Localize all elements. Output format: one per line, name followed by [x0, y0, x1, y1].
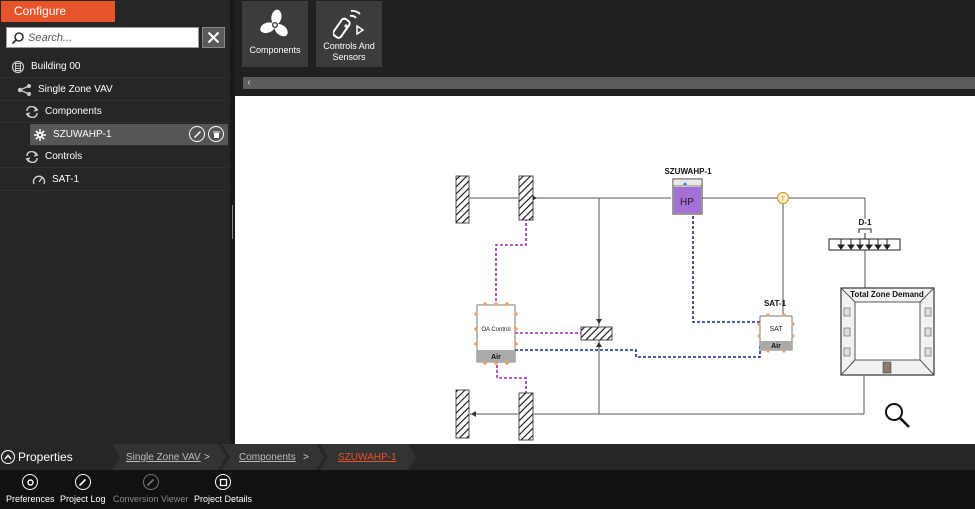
building-icon: [10, 59, 26, 75]
fan-icon: [260, 9, 288, 37]
conversion-viewer-label: Conversion Viewer: [113, 494, 189, 504]
edit-button[interactable]: [189, 126, 205, 142]
panel-splitter[interactable]: [230, 0, 235, 444]
project-details-button[interactable]: Project Details: [194, 474, 252, 504]
tree-item-szuwahp[interactable]: SZUWAHP-1: [30, 124, 228, 146]
tree-item-actions: [189, 126, 224, 142]
trash-icon: [212, 131, 220, 138]
oa-control-block[interactable]: OA Control Air: [474, 302, 518, 365]
properties-label: Properties: [18, 450, 73, 464]
pencil-icon: [193, 130, 201, 138]
temperature-node-label: T: [781, 197, 785, 203]
gear-icon: [22, 474, 39, 490]
diffuser-name-label: D-1: [859, 218, 872, 227]
breadcrumb-bar: Properties Single Zone VAV > Components …: [0, 444, 975, 470]
details-icon: [215, 474, 232, 490]
tree-item-components[interactable]: Components: [0, 101, 228, 123]
zoom-icon[interactable]: [885, 403, 910, 428]
duct-lines: [470, 197, 866, 415]
tree-item-label: Components: [45, 106, 102, 117]
total-zone-demand[interactable]: Total Zone Demand: [840, 287, 935, 376]
preferences-label: Preferences: [6, 494, 55, 504]
tree-item-system[interactable]: Single Zone VAV: [0, 79, 228, 101]
pencil-disabled-icon: [142, 474, 159, 490]
project-log-button[interactable]: Project Log: [60, 474, 106, 504]
project-log-label: Project Log: [60, 494, 106, 504]
tree-item-label: SAT-1: [52, 174, 80, 185]
controls-tool-label-line2: Sensors: [332, 52, 366, 62]
outdoor-air-damper[interactable]: [518, 175, 534, 221]
clear-search-button[interactable]: [202, 27, 225, 48]
sat-label: SAT: [769, 326, 783, 333]
bottom-bar: Preferences Project Log Conversion Viewe…: [0, 470, 975, 509]
heat-pump-unit[interactable]: HP: [672, 178, 703, 215]
tree-item-building[interactable]: Building 00: [0, 56, 228, 78]
pencil-icon: [74, 474, 91, 490]
breadcrumb-system[interactable]: Single Zone VAV: [126, 452, 201, 463]
components-tool-button[interactable]: Components: [242, 1, 308, 67]
unit-name-label: SZUWAHP-1: [664, 167, 712, 176]
sat-sensor-block[interactable]: SAT Air: [757, 313, 795, 353]
outdoor-air-louver[interactable]: [455, 175, 470, 224]
preferences-button[interactable]: Preferences: [6, 474, 55, 504]
breadcrumb-current[interactable]: SZUWAHP-1: [338, 452, 397, 463]
properties-toggle[interactable]: Properties: [1, 450, 73, 464]
controls-sensors-tool-button[interactable]: Controls And Sensors: [316, 1, 382, 67]
scroll-left-arrow-icon[interactable]: ‹: [247, 77, 251, 88]
tree-item-sat[interactable]: SAT-1: [0, 169, 228, 191]
conversion-viewer-button[interactable]: Conversion Viewer: [113, 474, 188, 504]
horizontal-scrollbar[interactable]: ‹: [243, 77, 975, 89]
close-icon: [207, 31, 220, 44]
breadcrumb-segment: [222, 444, 324, 470]
fan-gear-icon: [32, 127, 48, 143]
breadcrumb-separator: >: [303, 452, 309, 463]
tree-item-label: Controls: [45, 151, 83, 162]
search-box: [6, 27, 199, 48]
breadcrumb-segment: [112, 444, 226, 470]
breadcrumb-components[interactable]: Components: [239, 452, 296, 463]
return-air-damper[interactable]: [580, 326, 613, 341]
control-links: [495, 213, 761, 393]
diagram-canvas[interactable]: SZUWAHP-1 HP T OA Control Air: [235, 96, 975, 444]
delete-button[interactable]: [208, 126, 224, 142]
diffuser[interactable]: [828, 228, 901, 251]
splitter-grip: [232, 205, 233, 239]
controls-tool-label-line1: Controls And: [323, 41, 375, 51]
sat-sub: Air: [771, 343, 781, 350]
breadcrumb-separator: >: [204, 452, 210, 463]
temperature-node[interactable]: T: [776, 191, 790, 205]
oa-control-label: OA Control: [481, 327, 510, 333]
gauge-icon: [31, 172, 47, 188]
loop-arrows-icon: [24, 104, 40, 120]
tree-item-label: Single Zone VAV: [38, 84, 113, 95]
breadcrumb-segment: [320, 444, 416, 470]
remote-control-icon: [333, 10, 365, 39]
configure-systems-panel: Configure Systems Building 00 Sing: [0, 0, 230, 444]
chevron-up-icon: [1, 450, 15, 464]
project-details-label: Project Details: [194, 494, 253, 504]
tree-item-label: Building 00: [31, 61, 81, 72]
search-input[interactable]: [28, 28, 196, 47]
tree-item-controls[interactable]: Controls: [0, 146, 228, 168]
search-icon: [11, 32, 24, 45]
exhaust-air-damper[interactable]: [518, 392, 534, 441]
sat-name-label: SAT-1: [764, 299, 787, 308]
loop-arrows-icon: [24, 149, 40, 165]
system-diagram: SZUWAHP-1 HP T OA Control Air: [455, 167, 935, 441]
system-tree-icon: [17, 82, 33, 98]
exhaust-air-louver[interactable]: [455, 389, 470, 439]
zone-label: Total Zone Demand: [850, 290, 924, 299]
unit-badge: HP: [680, 197, 694, 208]
tree-item-label: SZUWAHP-1: [53, 129, 112, 140]
oa-control-sub: Air: [491, 354, 501, 361]
panel-title-tab[interactable]: Configure Systems: [1, 1, 115, 39]
components-tool-label: Components: [249, 45, 301, 55]
